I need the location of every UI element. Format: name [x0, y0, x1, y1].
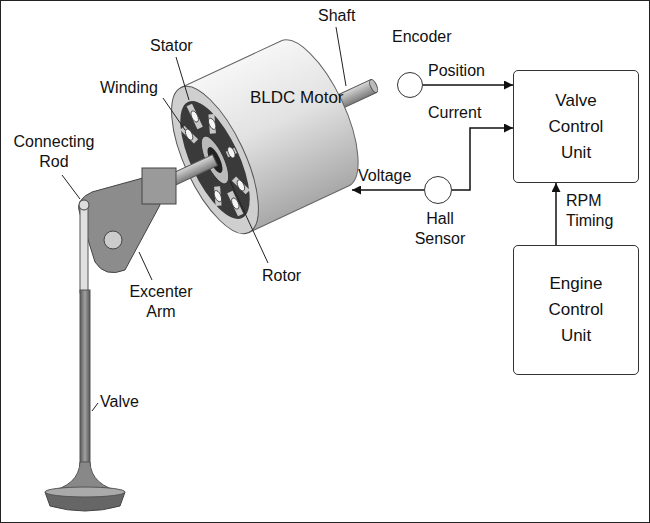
connecting-rod [80, 205, 88, 293]
leader-line [139, 252, 152, 280]
winding-coil [230, 197, 241, 210]
stator-tooth [230, 192, 241, 215]
signal-label: RPM Timing [566, 191, 628, 231]
signal-label: Position [428, 61, 508, 81]
winding-coil [236, 179, 247, 192]
leader-line [230, 181, 268, 263]
part-label: Stator [150, 36, 220, 56]
motor-label: BLDC Motor [250, 88, 360, 108]
winding-coil [213, 189, 224, 202]
node-text: Valve Control Unit [539, 88, 613, 166]
rod-pin [79, 200, 89, 210]
part-label: Valve [100, 392, 170, 412]
stator-tooth [205, 114, 219, 133]
winding-coil [189, 110, 200, 123]
shaft-end [368, 78, 379, 93]
stator-tooth [234, 176, 248, 195]
node-text: Encoder [392, 27, 472, 47]
voltage-wire [352, 189, 424, 191]
valve-seat-face [45, 487, 125, 497]
part-label: Rotor [262, 266, 332, 286]
winding-coil [226, 146, 237, 159]
node-text: Hall Sensor [409, 209, 471, 249]
winding-coil [184, 128, 195, 141]
encoder-circle: Encoder [397, 72, 423, 98]
control-unit-box: Valve Control Unit [513, 70, 639, 183]
control-unit-box: Engine Control Unit [513, 245, 639, 375]
valve-stem [80, 290, 90, 466]
signal-label: Voltage [358, 166, 428, 186]
part-label: Shaft [318, 6, 388, 26]
winding-coil [207, 117, 218, 130]
signal-arrow [555, 183, 557, 245]
leader-line [62, 175, 80, 199]
signal-arrow [423, 84, 513, 86]
part-label: Winding [100, 78, 172, 98]
leader-line [163, 98, 185, 130]
sensor-circle: Hall Sensor [424, 176, 452, 204]
node-text: Engine Control Unit [539, 271, 613, 349]
stator-tooth [182, 125, 196, 144]
stator-tooth [189, 105, 200, 128]
leader-line [92, 403, 98, 411]
signal-arrow [452, 128, 513, 190]
signal-label: Current [428, 103, 508, 123]
arm-hole [104, 231, 122, 249]
leader-line [176, 57, 189, 100]
leader-line [336, 27, 346, 86]
stator-tooth [211, 186, 225, 205]
part-label: Connecting Rod [6, 132, 102, 172]
arm-hub [142, 168, 176, 204]
part-label: Excenter Arm [124, 282, 198, 322]
